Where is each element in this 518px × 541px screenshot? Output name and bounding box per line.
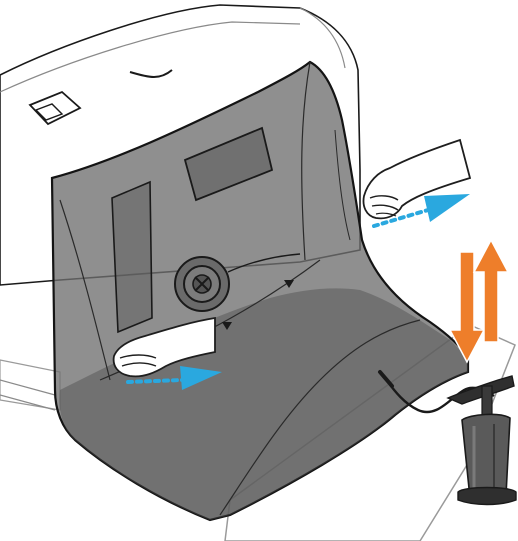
right-hand-icon — [364, 140, 471, 218]
